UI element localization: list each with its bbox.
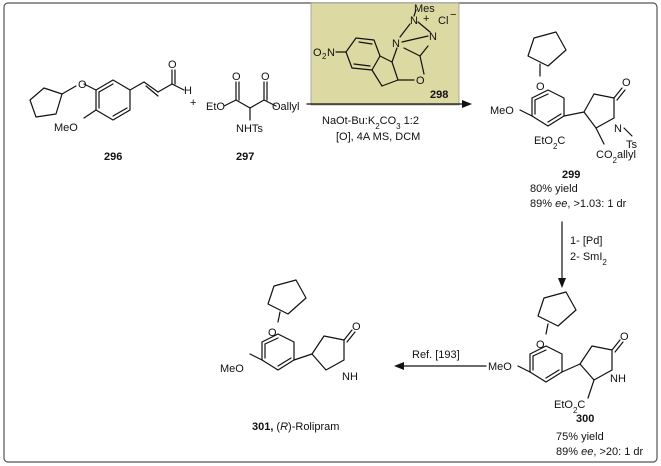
allyl-ester-299: CO2allyl	[596, 149, 636, 165]
compound-300: O MeO O NH EtO2C 300	[488, 291, 629, 425]
compound-label-300: 300	[576, 413, 594, 425]
ester-o-2: O	[261, 71, 270, 83]
oallyl-label: Oallyl	[272, 101, 300, 113]
lactam-o-299: O	[622, 77, 631, 89]
lactam-nh-301: NH	[342, 371, 358, 383]
aldehyde-o: O	[168, 59, 177, 71]
triazolium-n1: N	[392, 38, 400, 50]
compound-label-299: 299	[562, 169, 580, 181]
nitro-sub: 2	[322, 52, 327, 61]
yield-300: 75% yield	[556, 431, 604, 443]
lactam-o-300: O	[620, 331, 629, 343]
chloride-label: Cl	[438, 15, 448, 27]
triazolium-n2: N	[410, 15, 418, 27]
ethyl-ester-299: EtO2C	[534, 135, 565, 151]
arrowhead-1	[462, 100, 472, 108]
methoxy-label-300: MeO	[488, 361, 512, 373]
ee-dr-299: 89% ee, >1.03: 1 dr	[530, 198, 627, 210]
atom-o-301: O	[268, 327, 277, 339]
reference-label: Ref. [193]	[412, 349, 460, 361]
ethoxy-label: EtO	[206, 101, 225, 113]
atom-o-300: O	[536, 339, 545, 351]
arrowhead-3	[394, 362, 404, 370]
methoxy-label-301: MeO	[220, 363, 244, 375]
nitro-o: O	[313, 47, 322, 59]
ee-dr-300: 89% ee, >20: 1 dr	[556, 446, 644, 458]
chloride-minus: −	[450, 9, 456, 21]
oxazine-o: O	[416, 75, 425, 87]
arrowhead-2	[558, 278, 566, 288]
catalyst-highlight-box	[310, 2, 460, 106]
compound-299: O MeO O N Ts EtO2C CO2allyl 299	[490, 31, 638, 181]
compound-label-297: 297	[236, 151, 254, 163]
lactam-o-301: O	[352, 321, 361, 333]
conditions-line2: [O], 4A MS, DCM	[336, 131, 420, 143]
lactam-nh-300: NH	[610, 373, 626, 385]
conditions-line1: NaOt-Bu:K2CO3 1:2	[322, 115, 419, 131]
triazolium-n3: N	[429, 31, 437, 43]
ethyl-ester-300: EtO2C	[554, 399, 585, 415]
compound-label-298: 298	[430, 89, 448, 101]
yield-299: 80% yield	[530, 183, 578, 195]
compound-label-301: 301,(R)-Rolipram	[252, 421, 339, 433]
compound-296: O MeO O H 296	[29, 59, 192, 163]
atom-o: O	[78, 79, 87, 91]
plus-sign: +	[190, 97, 196, 109]
tosyl-label: Ts	[626, 139, 638, 151]
nitro-n: N	[327, 47, 335, 59]
ester-o-1: O	[232, 71, 241, 83]
nhts-label: NHTs	[236, 123, 263, 135]
atom-o-299: O	[536, 81, 545, 93]
step-1-pd: 1- [Pd]	[570, 235, 602, 247]
lactam-n-299: N	[614, 123, 622, 135]
step-2-smi2: 2- SmI2	[570, 251, 607, 267]
cation-plus: +	[423, 13, 429, 25]
methoxy-label-299: MeO	[490, 105, 514, 117]
aldehyde-h: H	[184, 85, 192, 97]
methoxy-label: MeO	[54, 122, 78, 134]
compound-297: EtO O O Oallyl NHTs 297	[206, 71, 300, 163]
compound-label-296: 296	[104, 151, 122, 163]
compound-301: O MeO O NH 301,(R)-Rolipram	[220, 279, 361, 433]
mesityl-label: Mes	[414, 3, 435, 15]
catalyst-298: O 2 N N N N Mes + Cl − O 298	[313, 3, 456, 101]
